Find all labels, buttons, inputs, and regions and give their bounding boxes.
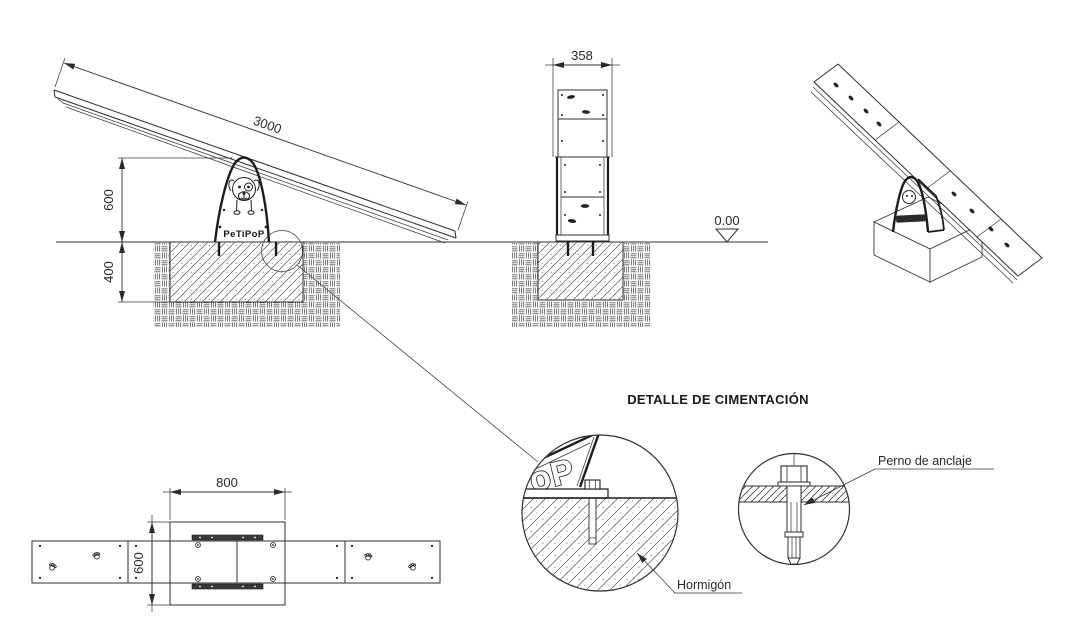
anchor-bolt-leader bbox=[803, 468, 876, 506]
dim-beam-length: 3000 bbox=[54, 57, 469, 231]
plan-screws bbox=[38, 544, 434, 580]
plan-paw-prints bbox=[48, 552, 417, 571]
dim-beam-length-label: 3000 bbox=[251, 113, 283, 137]
plan-view: 800 600 bbox=[31, 475, 441, 612]
concrete-leader bbox=[636, 552, 676, 594]
pivot-stand: PeTiPoP bbox=[213, 156, 278, 256]
dim-pivot-height-label: 600 bbox=[101, 189, 116, 211]
concrete-footing-front bbox=[538, 242, 623, 300]
detail-circle-right bbox=[737, 452, 851, 566]
dim-beam-width-label: 358 bbox=[571, 48, 593, 63]
isometric-view bbox=[810, 63, 1043, 284]
detail-callout-circle bbox=[261, 230, 303, 272]
plan-beam-outline bbox=[31, 540, 441, 584]
anchor-bolt-label: Perno de anclaje bbox=[878, 454, 972, 468]
base-plate bbox=[555, 234, 610, 242]
front-elevation-view: 358 0.00 bbox=[512, 48, 740, 327]
detail-foot-plate bbox=[522, 488, 609, 499]
ground-level-marker: 0.00 bbox=[714, 213, 740, 243]
iso-logo-band bbox=[895, 214, 927, 223]
side-elevation-view: PeTiPoP 3000 600 400 bbox=[53, 57, 539, 463]
anchor-bolt-detail bbox=[777, 454, 811, 564]
stand-logo-text: PeTiPoP bbox=[223, 229, 264, 240]
concrete-label: Hormigón bbox=[677, 578, 731, 592]
iso-beam bbox=[810, 63, 1043, 284]
dog-logo-graphic bbox=[228, 177, 260, 215]
plan-bolt-plates bbox=[191, 534, 264, 590]
foundation-detail-section: DETALLE DE CIMENTACIÓN oP bbox=[521, 392, 994, 594]
foundation-detail-left: oP Hormigón bbox=[521, 434, 742, 594]
ground-level-label: 0.00 bbox=[714, 213, 739, 228]
detail-concrete-hatch bbox=[522, 498, 678, 591]
detail-heading: DETALLE DE CIMENTACIÓN bbox=[627, 392, 809, 407]
plan-ring-bolts bbox=[195, 542, 276, 582]
dim-plan-length: 600 bbox=[131, 515, 170, 612]
level-marker-icon bbox=[714, 228, 740, 243]
dim-beam-width: 358 bbox=[545, 48, 620, 68]
foundation-detail-right: Perno de anclaje bbox=[737, 452, 994, 566]
stand-front-panel bbox=[555, 156, 610, 256]
iso-stand bbox=[891, 175, 945, 233]
dim-plan-length-label: 600 bbox=[131, 552, 146, 574]
plan-foundation-outline bbox=[169, 521, 286, 606]
dim-foundation-depth-label: 400 bbox=[101, 261, 116, 283]
detail-circle-left bbox=[521, 434, 679, 592]
beam-end-panel bbox=[552, 58, 613, 158]
detail-callout-leader bbox=[296, 264, 539, 463]
dim-pivot-height: 600 bbox=[101, 157, 232, 242]
concrete-footing bbox=[170, 242, 303, 302]
dim-plan-width: 800 bbox=[163, 475, 292, 520]
detail-anchor-rod bbox=[588, 497, 597, 545]
dim-plan-width-label: 800 bbox=[216, 475, 238, 490]
dim-foundation-depth: 400 bbox=[101, 242, 172, 303]
